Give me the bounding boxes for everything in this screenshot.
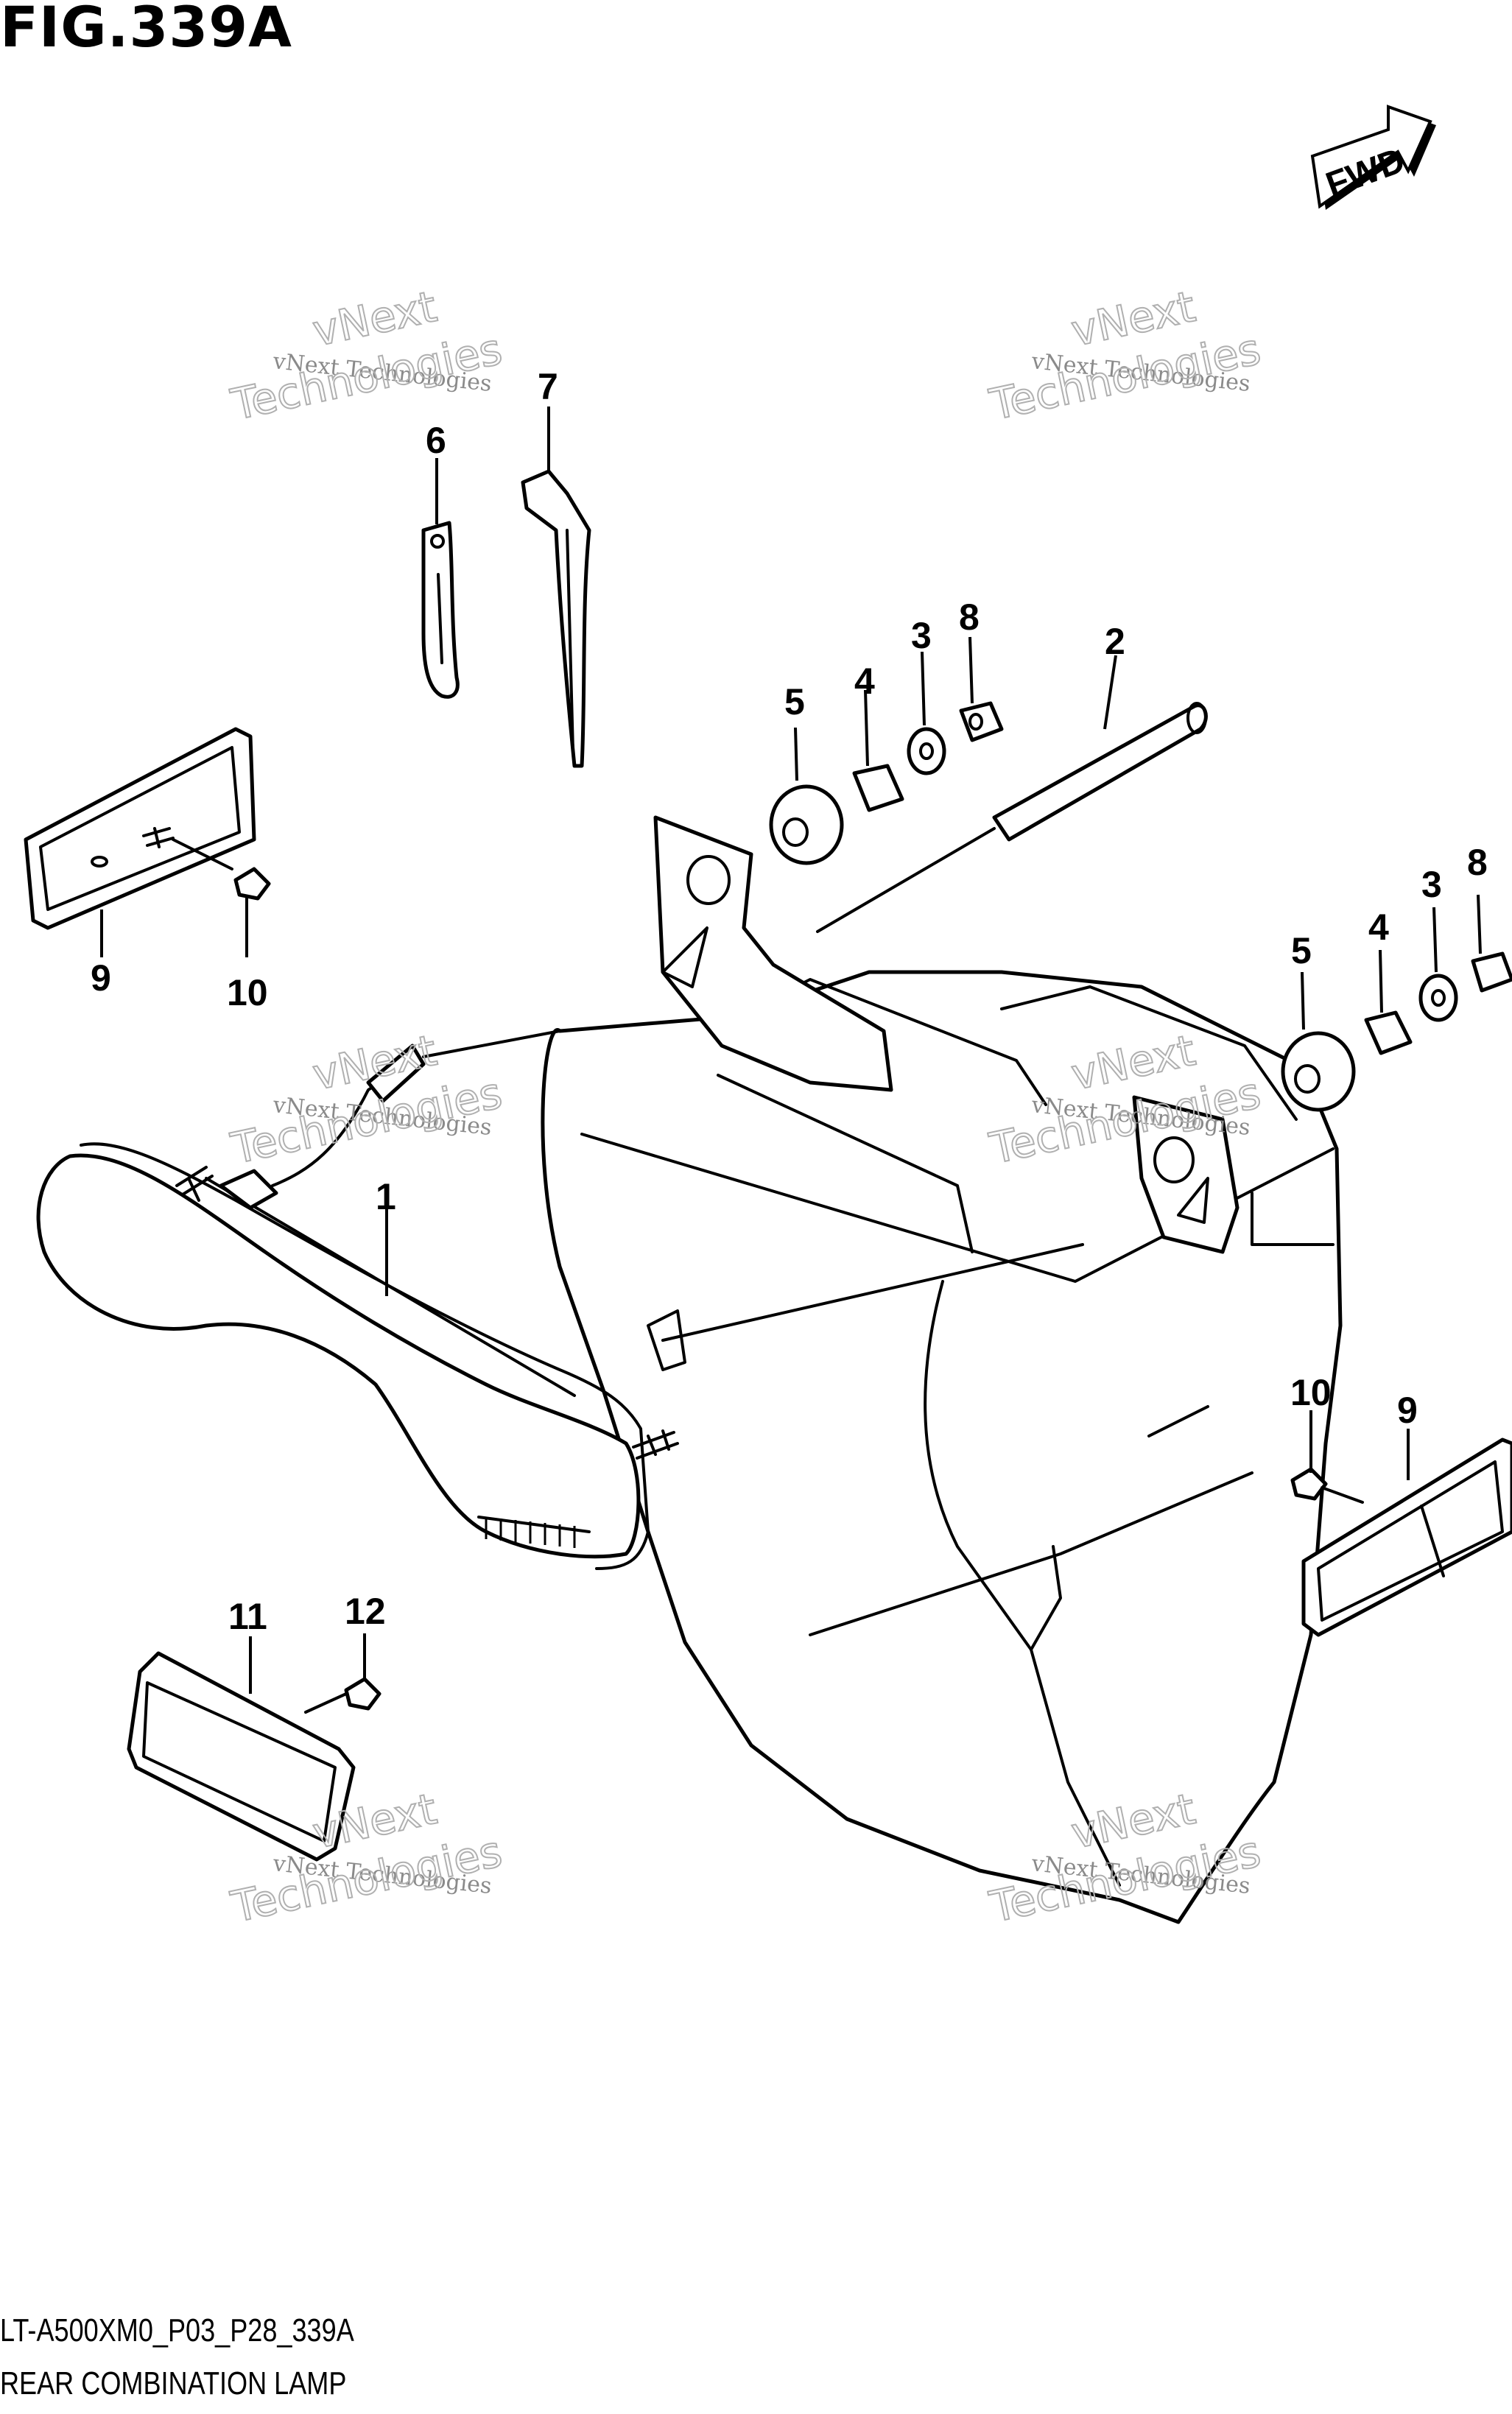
callout-7: 7 (538, 366, 558, 407)
wire-clamp (421, 521, 460, 699)
reflector-bottom (127, 1651, 381, 1862)
reflector-left (24, 727, 271, 930)
grommet-set-left (769, 701, 1004, 865)
figure-title: FIG.339A (0, 0, 292, 60)
callout-10b: 10 (1290, 1372, 1332, 1413)
callout-6: 6 (426, 420, 446, 461)
callouts: 1 2 3 3 4 4 5 5 6 7 8 8 9 9 10 10 11 12 (91, 366, 1488, 1637)
callout-5b: 5 (1291, 930, 1312, 971)
callout-4b: 4 (1368, 907, 1389, 948)
wire-protector-tube (816, 702, 1208, 933)
rear-fender-bracket (541, 815, 1343, 1924)
callout-8b: 8 (1467, 842, 1488, 883)
figure-caption: REAR COMBINATION LAMP (0, 2365, 347, 2401)
callout-9: 9 (91, 957, 111, 999)
callout-1: 1 (376, 1176, 396, 1217)
reflector-right (1290, 1438, 1512, 1637)
callout-2: 2 (1105, 621, 1125, 662)
callout-11: 11 (228, 1596, 267, 1637)
fwd-arrow-icon: FWD (1310, 105, 1436, 210)
callout-9b: 9 (1397, 1390, 1418, 1431)
leader-lines (100, 407, 1482, 1694)
callout-3: 3 (911, 615, 932, 656)
callout-8: 8 (959, 597, 980, 638)
callout-3b: 3 (1421, 864, 1442, 905)
grommet-set-right (1281, 951, 1512, 1112)
callout-10: 10 (227, 972, 268, 1013)
rear-combination-lamp (36, 1030, 679, 1570)
callout-4: 4 (854, 661, 875, 702)
callout-12: 12 (345, 1591, 386, 1632)
figure-code: LT-A500XM0_P03_P28_339A (0, 2312, 354, 2348)
callout-5: 5 (784, 681, 805, 722)
cable-tie (521, 469, 591, 768)
